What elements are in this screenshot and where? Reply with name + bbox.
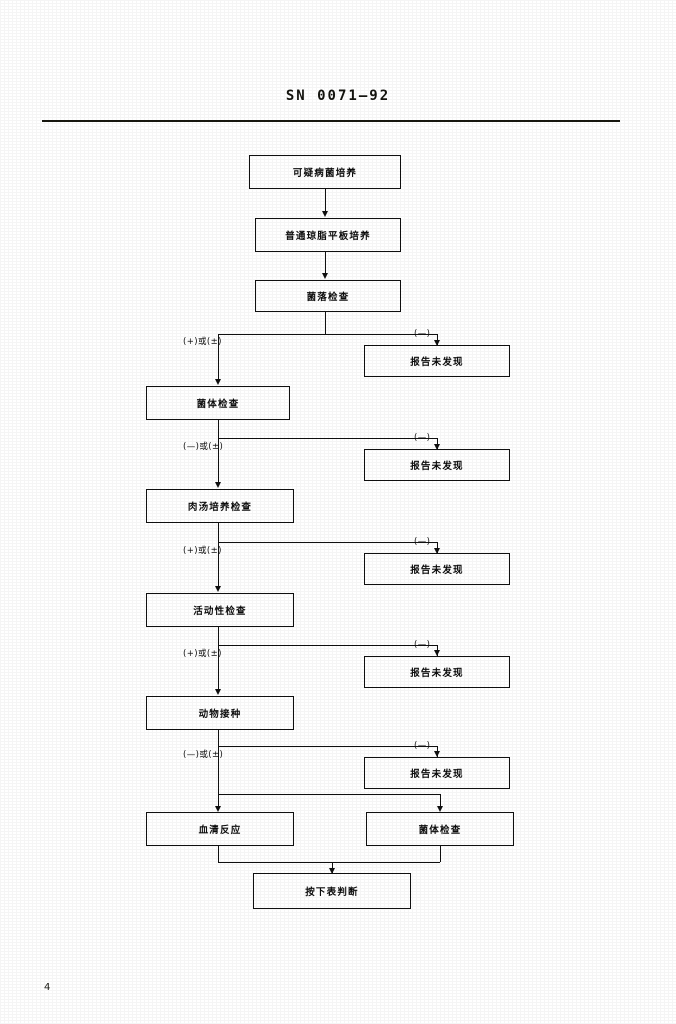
- arrowhead-n2-n3: [321, 273, 328, 279]
- branch-label-3-negative: (—): [414, 537, 431, 547]
- branch-2-right: [437, 438, 438, 449]
- split-bus-2: [218, 438, 437, 439]
- connector-n6-split: [218, 627, 219, 645]
- branch-label-2-negative: (—): [414, 433, 431, 443]
- branch-label-1-positive: (+)或(±): [183, 337, 222, 347]
- split-bus-3: [218, 542, 437, 543]
- branch-6-right: [440, 794, 441, 806]
- connector-n1-n2: [325, 189, 326, 212]
- branch-label-2-positive: (—)或(±): [183, 442, 224, 452]
- arrowhead-branch-2-right: [433, 444, 440, 450]
- arrowhead-n1-n2: [321, 211, 328, 217]
- branch-3-left: [218, 542, 219, 587]
- branch-label-3-positive: (+)或(±): [183, 546, 222, 556]
- flow-node-report-not-found-5: 报告未发现: [364, 757, 510, 789]
- flow-node-suspect-culture: 可疑病菌培养: [249, 155, 401, 189]
- arrowhead-n9: [436, 806, 443, 812]
- branch-label-5-positive: (—)或(±): [183, 750, 224, 760]
- standard-number-header: SN 0071—92: [285, 88, 391, 104]
- branch-label-1-negative: (—): [414, 329, 431, 339]
- split-bus-6: [218, 794, 440, 795]
- connector-n9-merge: [440, 846, 441, 862]
- connector-n7-split: [218, 730, 219, 746]
- branch-3-right: [437, 542, 438, 553]
- branch-label-4-negative: (—): [414, 640, 431, 650]
- connector-n4-split: [218, 420, 219, 438]
- branch-2-left: [218, 438, 219, 483]
- branch-6-left: [218, 794, 219, 806]
- header-rule: [42, 120, 620, 122]
- split-bus-1: [218, 334, 437, 335]
- arrowhead-n8: [214, 806, 221, 812]
- branch-1-right: [437, 334, 438, 345]
- arrowhead-branch-2-left: [214, 482, 221, 488]
- split-bus-4: [218, 645, 437, 646]
- merge-bus: [218, 862, 440, 863]
- branch-1-left: [218, 334, 219, 380]
- branch-label-4-positive: (+)或(±): [183, 649, 222, 659]
- arrowhead-branch-3-left: [214, 586, 221, 592]
- branch-4-left: [218, 645, 219, 690]
- arrowhead-branch-1-left: [214, 379, 221, 385]
- arrowhead-branch-3-right: [433, 548, 440, 554]
- flow-node-cell-examination-2: 菌体检查: [366, 812, 514, 846]
- flow-node-serum-reaction: 血清反应: [146, 812, 294, 846]
- arrowhead-n10: [328, 868, 335, 874]
- arrowhead-branch-4-right: [433, 650, 440, 656]
- flow-node-report-not-found-3: 报告未发现: [364, 553, 510, 585]
- flow-node-judge-by-table: 按下表判断: [253, 873, 411, 909]
- arrowhead-branch-5-right: [433, 751, 440, 757]
- branch-5-left: [218, 746, 219, 794]
- connector-n5-split: [218, 523, 219, 542]
- flow-node-report-not-found-4: 报告未发现: [364, 656, 510, 688]
- connector-n3-split: [325, 312, 326, 334]
- flow-node-colony-examination: 菌落检查: [255, 280, 401, 312]
- page-number: 4: [44, 982, 51, 993]
- flow-node-report-not-found-2: 报告未发现: [364, 449, 510, 481]
- flow-node-animal-inoculation: 动物接种: [146, 696, 294, 730]
- connector-merge-n10: [332, 862, 333, 873]
- connector-n2-n3: [325, 252, 326, 274]
- arrowhead-branch-4-left: [214, 689, 221, 695]
- flow-node-agar-plate-culture: 普通琼脂平板培养: [255, 218, 401, 252]
- branch-label-5-negative: (—): [414, 741, 431, 751]
- flow-node-broth-culture-examination: 肉汤培养检查: [146, 489, 294, 523]
- arrowhead-branch-1-right: [433, 340, 440, 346]
- flow-node-motility-examination: 活动性检查: [146, 593, 294, 627]
- flow-node-report-not-found-1: 报告未发现: [364, 345, 510, 377]
- split-bus-5: [218, 746, 437, 747]
- flow-node-cell-examination: 菌体检查: [146, 386, 290, 420]
- connector-n8-merge: [218, 846, 219, 862]
